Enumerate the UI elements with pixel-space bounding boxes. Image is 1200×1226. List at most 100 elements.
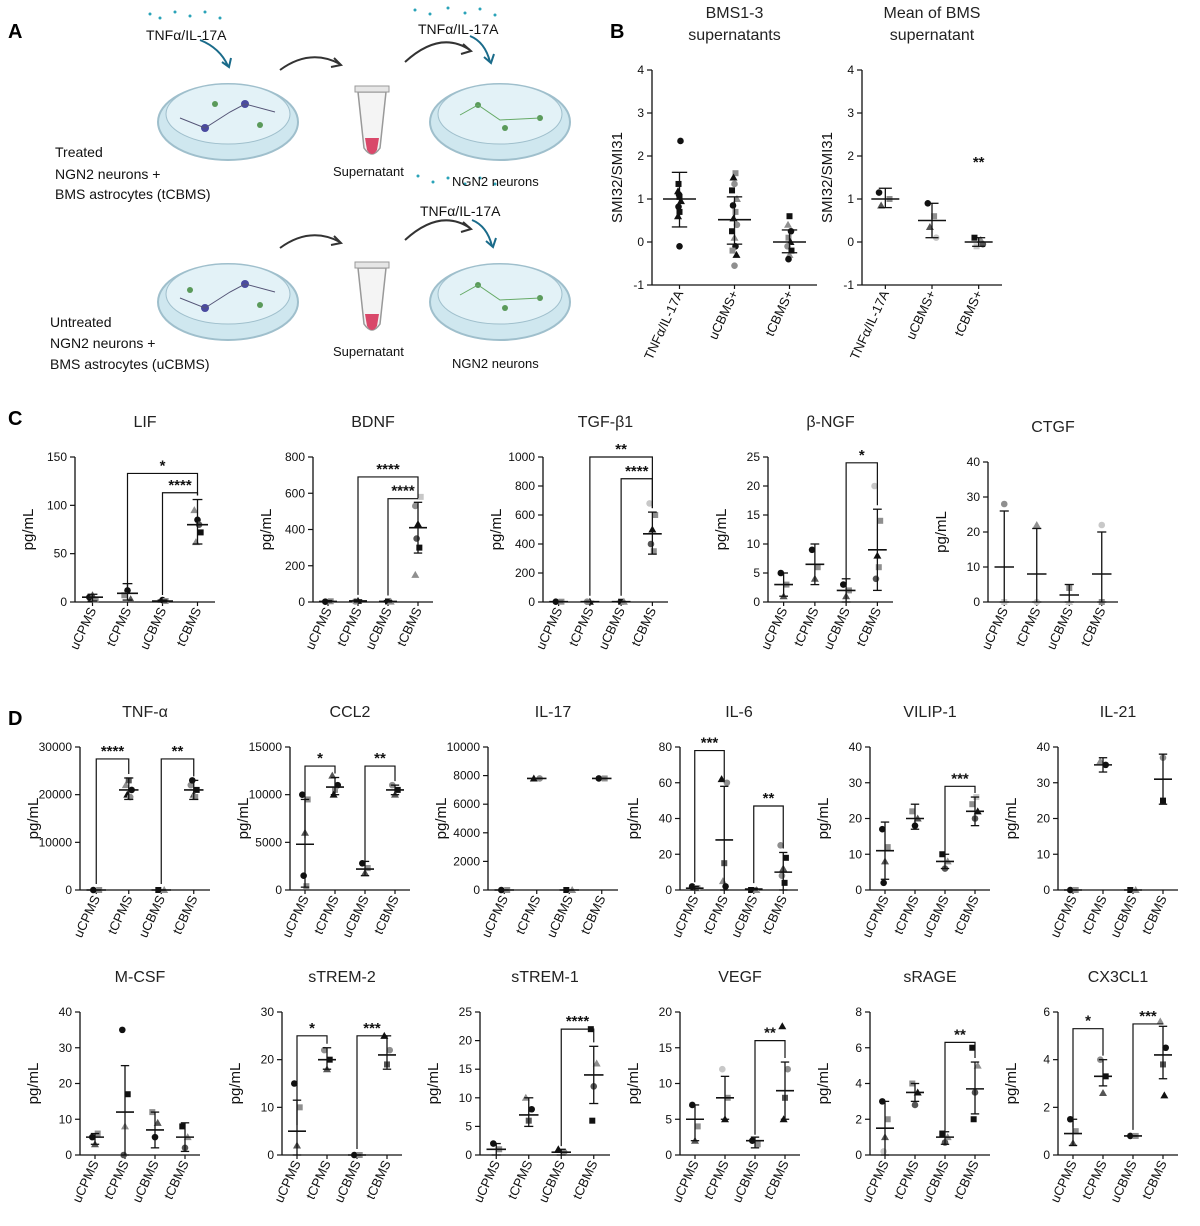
x-tick-label: uCBMS+ xyxy=(705,288,741,342)
y-tick-label: 0 xyxy=(473,883,480,897)
x-tick-label: tCPMS xyxy=(512,893,543,937)
y-axis-label: pg/mL xyxy=(713,509,730,551)
x-tick-label: tCPMS xyxy=(1079,893,1110,937)
data-point xyxy=(386,1046,394,1054)
x-tick-label: uCBMS xyxy=(1107,893,1140,940)
data-point xyxy=(646,500,653,507)
data-point xyxy=(1098,521,1106,529)
y-tick-label: 40 xyxy=(849,740,863,754)
x-tick-label: tCPMS xyxy=(891,893,922,937)
y-tick-label: 100 xyxy=(47,498,67,512)
data-point xyxy=(719,1065,726,1073)
chart-title: supernatants xyxy=(688,27,781,44)
x-tick-label: tCBMS xyxy=(1139,1158,1170,1202)
y-tick-label: 5 xyxy=(753,566,760,580)
significance-bracket xyxy=(161,492,199,596)
y-axis-label: pg/mL xyxy=(25,798,42,840)
x-tick-label: tCBMS xyxy=(394,605,425,649)
y-tick-label: 10 xyxy=(747,537,761,551)
data-point xyxy=(416,544,423,551)
data-point xyxy=(875,564,882,571)
x-tick-label: uCBMS xyxy=(362,605,395,652)
chart-title: BDNF xyxy=(351,414,395,431)
x-tick-label: uCBMS xyxy=(1043,605,1076,652)
y-tick-label: 15 xyxy=(459,1062,473,1076)
y-tick-label: 1 xyxy=(637,192,644,206)
treated-label: Treated xyxy=(55,144,103,160)
chart-title: Mean of BMS xyxy=(884,5,981,22)
data-point xyxy=(677,137,684,145)
y-axis-label: pg/mL xyxy=(425,1063,442,1105)
y-tick-label: -1 xyxy=(633,278,644,292)
y-tick-label: 30 xyxy=(261,1005,275,1019)
data-point xyxy=(647,540,655,548)
data-point xyxy=(717,775,726,783)
data-point xyxy=(778,872,786,879)
y-tick-label: 0 xyxy=(465,1148,472,1162)
x-tick-label: tCPMS xyxy=(504,1158,535,1202)
x-tick-label: tCBMS xyxy=(363,1158,394,1202)
y-tick-label: 6000 xyxy=(453,797,480,811)
y-tick-label: 0 xyxy=(847,235,854,249)
data-point xyxy=(788,247,795,254)
data-point xyxy=(884,1116,891,1123)
y-axis-label: pg/mL xyxy=(258,509,275,551)
data-point xyxy=(179,1123,186,1130)
data-point xyxy=(1156,1017,1165,1025)
y-tick-label: 1000 xyxy=(508,450,535,464)
data-point xyxy=(909,808,916,815)
arrow-icon xyxy=(199,35,497,249)
significance-label: ** xyxy=(954,1026,966,1043)
x-tick-label: tCPMS xyxy=(311,893,342,937)
chart-title: sTREM-1 xyxy=(511,969,579,986)
y-tick-label: 0 xyxy=(855,1148,862,1162)
y-axis-label: pg/mL xyxy=(25,1063,42,1105)
significance-bracket xyxy=(1072,1028,1104,1128)
chart-title: IL-6 xyxy=(725,704,753,721)
chart-title: CTGF xyxy=(1031,419,1075,436)
significance-bracket xyxy=(753,805,784,884)
data-point xyxy=(784,220,793,228)
chart-D4: IL-6020406080pg/mLuCPMStCPMSuCBMStCBMS**… xyxy=(625,704,798,940)
data-point xyxy=(729,202,737,209)
spray-icon xyxy=(148,6,497,186)
stim-label-1: TNFα/IL-17A xyxy=(146,27,227,43)
y-axis-label: pg/mL xyxy=(488,509,505,551)
dish-icon xyxy=(157,83,299,161)
treated-label: BMS astrocytes (tCBMS) xyxy=(55,186,211,202)
data-point xyxy=(970,1116,977,1123)
x-tick-label: tCPMS xyxy=(891,1158,922,1202)
y-tick-label: 0 xyxy=(973,595,980,609)
y-tick-label: 15000 xyxy=(249,740,283,754)
data-point xyxy=(782,854,789,861)
dish-icon xyxy=(429,263,571,341)
chart-title: M-CSF xyxy=(115,969,166,986)
data-point xyxy=(787,227,795,235)
y-tick-label: 20 xyxy=(659,847,673,861)
y-tick-label: 10 xyxy=(659,1077,673,1091)
y-tick-label: 800 xyxy=(285,450,305,464)
y-tick-label: 0 xyxy=(275,883,282,897)
y-tick-label: 15 xyxy=(659,1041,673,1055)
panel-b-letter: B xyxy=(610,21,624,43)
data-point xyxy=(729,173,738,181)
y-tick-label: 4000 xyxy=(453,826,480,840)
y-tick-label: 0 xyxy=(665,1148,672,1162)
significance-label: ** xyxy=(172,743,184,760)
panel-b-charts: B BMS1-3supernatants-101234SMI32/SMI31TN… xyxy=(609,5,1002,362)
chart-title: BMS1-3 xyxy=(706,5,764,22)
data-point xyxy=(364,865,371,872)
data-point xyxy=(731,180,738,188)
x-tick-label: uCPMS xyxy=(69,1158,102,1205)
x-tick-label: tCPMS xyxy=(103,605,134,649)
data-point xyxy=(291,1080,298,1087)
data-point xyxy=(729,247,736,254)
y-tick-label: 20000 xyxy=(39,788,73,802)
